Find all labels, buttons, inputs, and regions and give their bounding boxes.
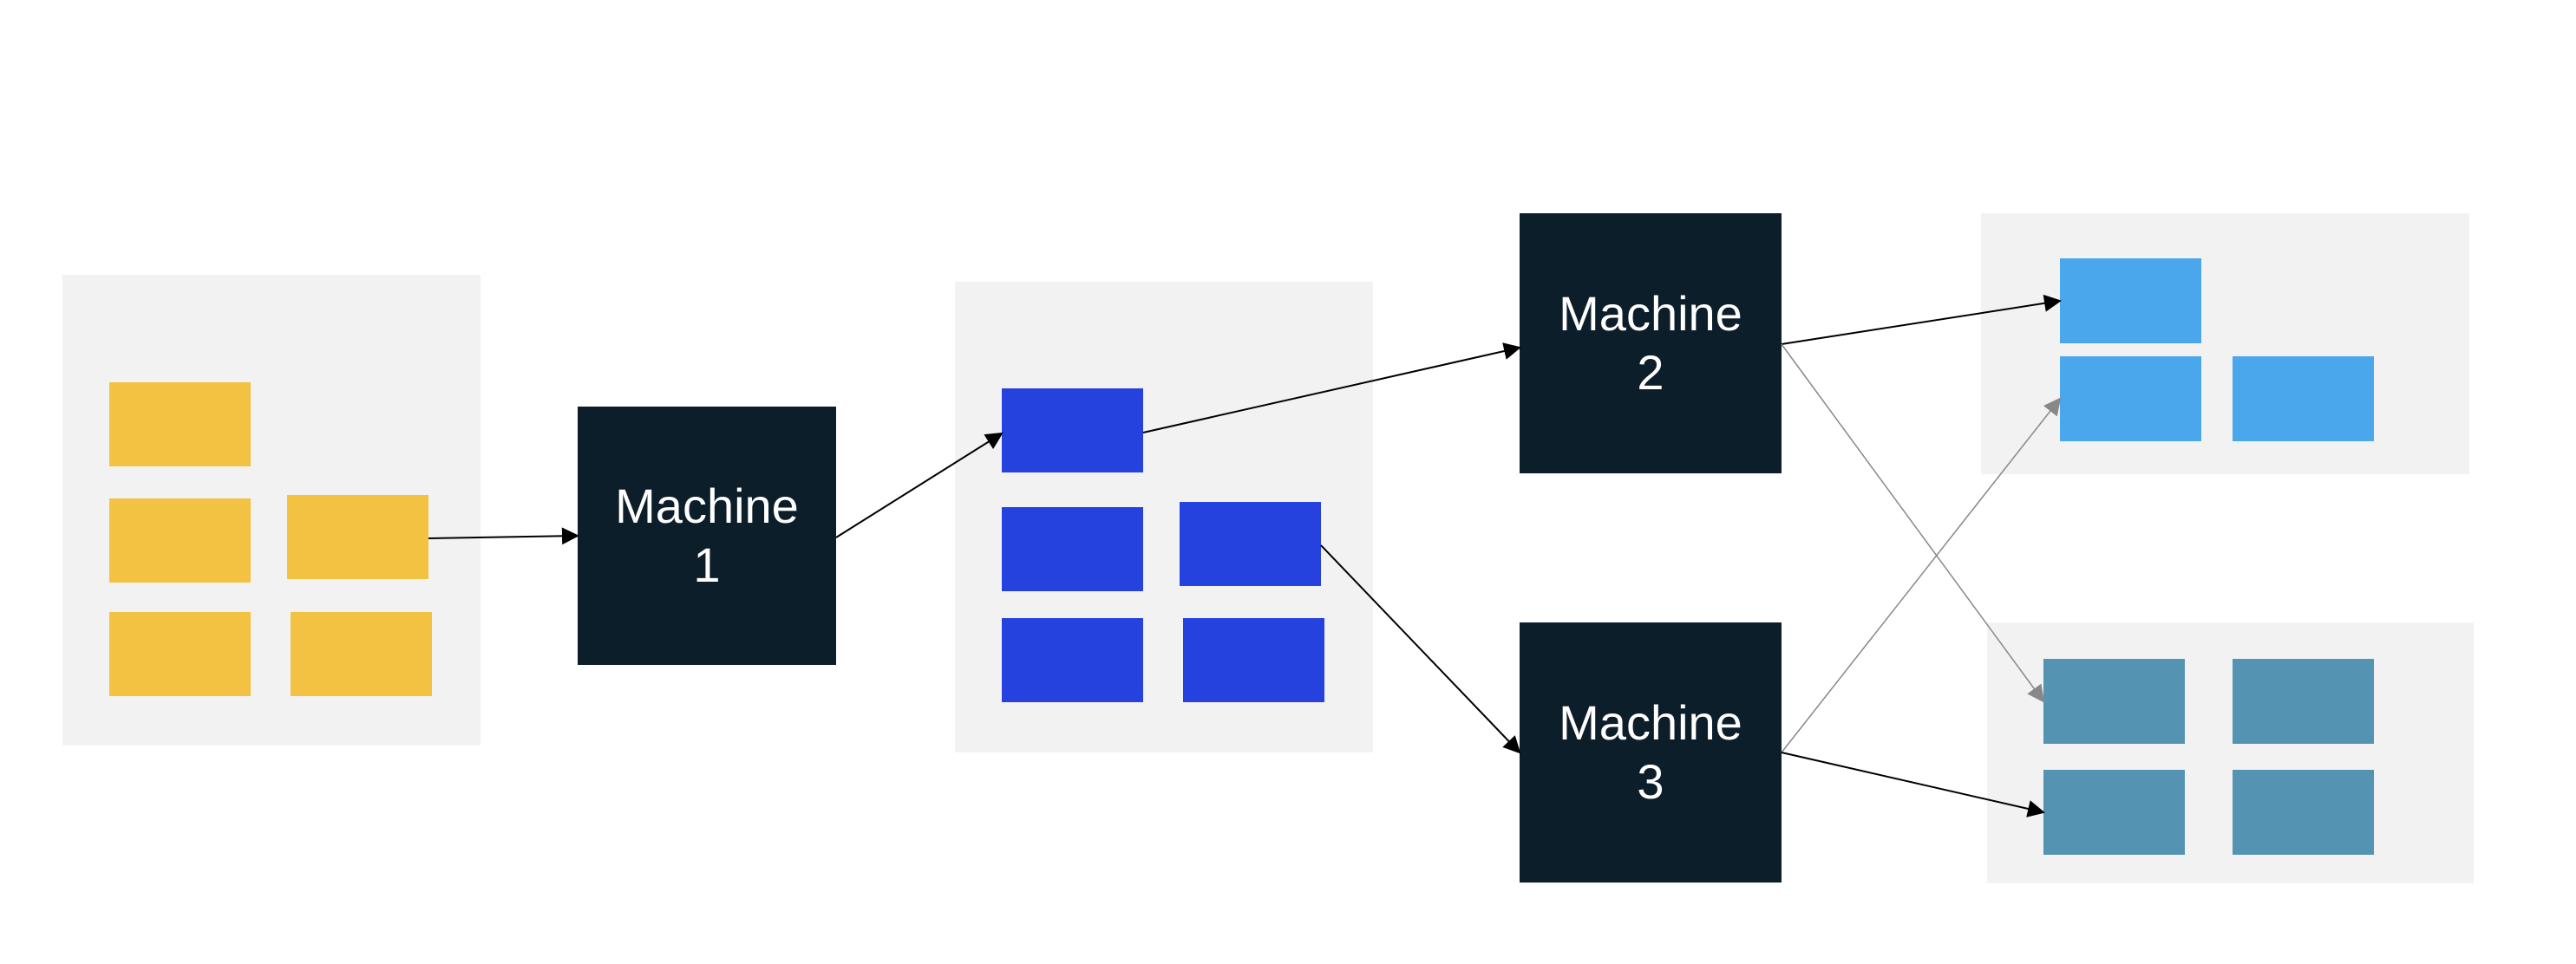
teal-block xyxy=(2043,659,2185,744)
arrow-machine-1-to-intermediate xyxy=(835,432,1004,538)
machine-2: Machine 2 xyxy=(1520,213,1782,473)
blue-block xyxy=(1183,618,1324,702)
teal-block xyxy=(2233,659,2374,744)
machine-3: Machine 3 xyxy=(1520,622,1782,883)
blue-block xyxy=(1002,388,1143,472)
lightblue-block xyxy=(2060,356,2201,441)
machine-1: Machine 1 xyxy=(578,407,836,665)
blue-block xyxy=(1002,507,1143,591)
arrow-intermediate-to-machine-2 xyxy=(1142,342,1521,433)
yellow-block xyxy=(109,382,251,466)
teal-block xyxy=(2233,770,2374,855)
machine-2-label: Machine xyxy=(1559,285,1742,341)
machine-1-label: Machine xyxy=(615,478,799,533)
yellow-block xyxy=(291,612,432,696)
yellow-block xyxy=(109,498,251,583)
blue-block xyxy=(1180,502,1321,586)
machine-2-number: 2 xyxy=(1637,345,1664,400)
arrow-input-to-machine-1 xyxy=(428,527,579,545)
lightblue-block xyxy=(2060,258,2201,343)
machine-1-number: 1 xyxy=(693,537,721,592)
yellow-block xyxy=(109,612,251,696)
arrow-machine-3-to-output-top xyxy=(1781,397,2062,753)
arrow-machine-2-to-output-top xyxy=(1781,294,2062,345)
teal-block xyxy=(2043,770,2185,855)
blue-block xyxy=(1002,618,1143,702)
machine-3-label: Machine xyxy=(1559,694,1742,750)
lightblue-block xyxy=(2233,356,2374,441)
arrow-machine-3-to-output-bottom xyxy=(1781,752,2045,817)
yellow-block xyxy=(287,495,428,579)
arrow-machine-2-to-output-bottom xyxy=(1781,343,2045,703)
arrow-intermediate-to-machine-3 xyxy=(1320,544,1521,754)
machine-3-number: 3 xyxy=(1637,754,1664,809)
